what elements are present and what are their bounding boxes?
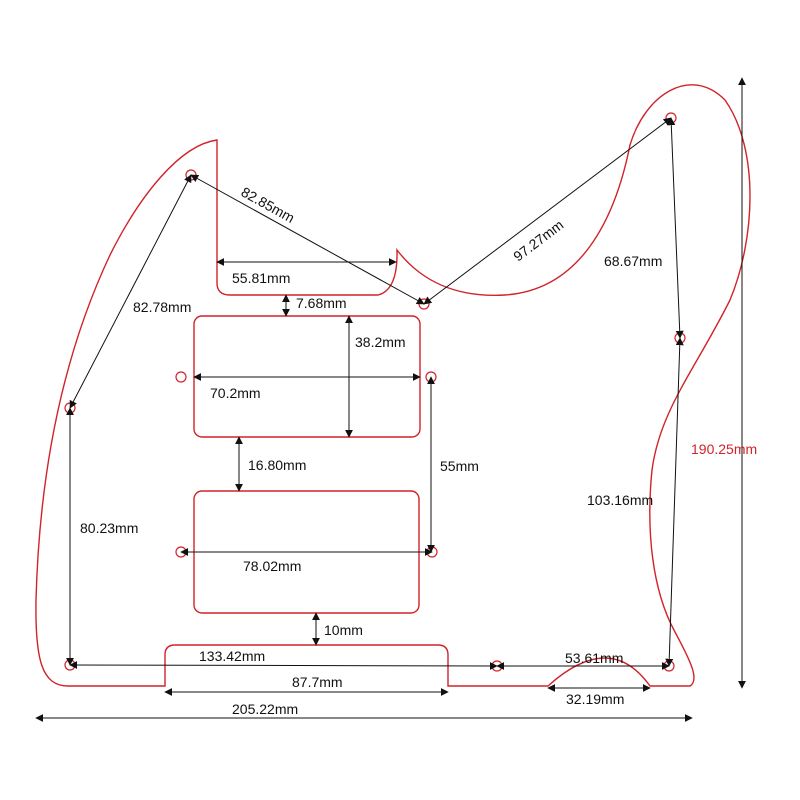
label-78-02: 78.02mm — [243, 558, 301, 574]
dim-line-133-42 — [69, 661, 498, 670]
label-32-19: 32.19mm — [566, 691, 624, 707]
label-7-68: 7.68mm — [296, 295, 347, 311]
label-133-42: 133.42mm — [199, 648, 265, 664]
screw-hole-neck-pickup-left — [175, 371, 187, 383]
label-16-80: 16.80mm — [248, 457, 306, 473]
pickguard-outline — [35, 84, 751, 687]
label-205-22: 205.22mm — [232, 701, 298, 717]
label-80-23: 80.23mm — [80, 520, 138, 536]
dim-line-82-78 — [69, 174, 192, 409]
label-38-2: 38.2mm — [355, 334, 406, 350]
label-55-81: 55.81mm — [232, 270, 290, 286]
label-82-78: 82.78mm — [133, 299, 191, 315]
label-190-25: 190.25mm — [691, 441, 757, 457]
label-82-85: 82.85mm — [239, 184, 298, 226]
dim-line-68-67 — [667, 117, 684, 339]
label-55: 55mm — [440, 458, 479, 474]
label-103-16: 103.16mm — [587, 492, 653, 508]
label-70-2: 70.2mm — [210, 385, 261, 401]
label-97-27: 97.27mm — [510, 216, 566, 264]
label-53-61: 53.61mm — [565, 650, 623, 666]
dim-line-97-27 — [423, 117, 672, 305]
dim-line-103-16 — [665, 337, 684, 667]
label-68-67: 68.67mm — [604, 253, 662, 269]
dim-line-82-85 — [190, 174, 425, 305]
label-10: 10mm — [324, 622, 363, 638]
label-87-7: 87.7mm — [292, 674, 343, 690]
